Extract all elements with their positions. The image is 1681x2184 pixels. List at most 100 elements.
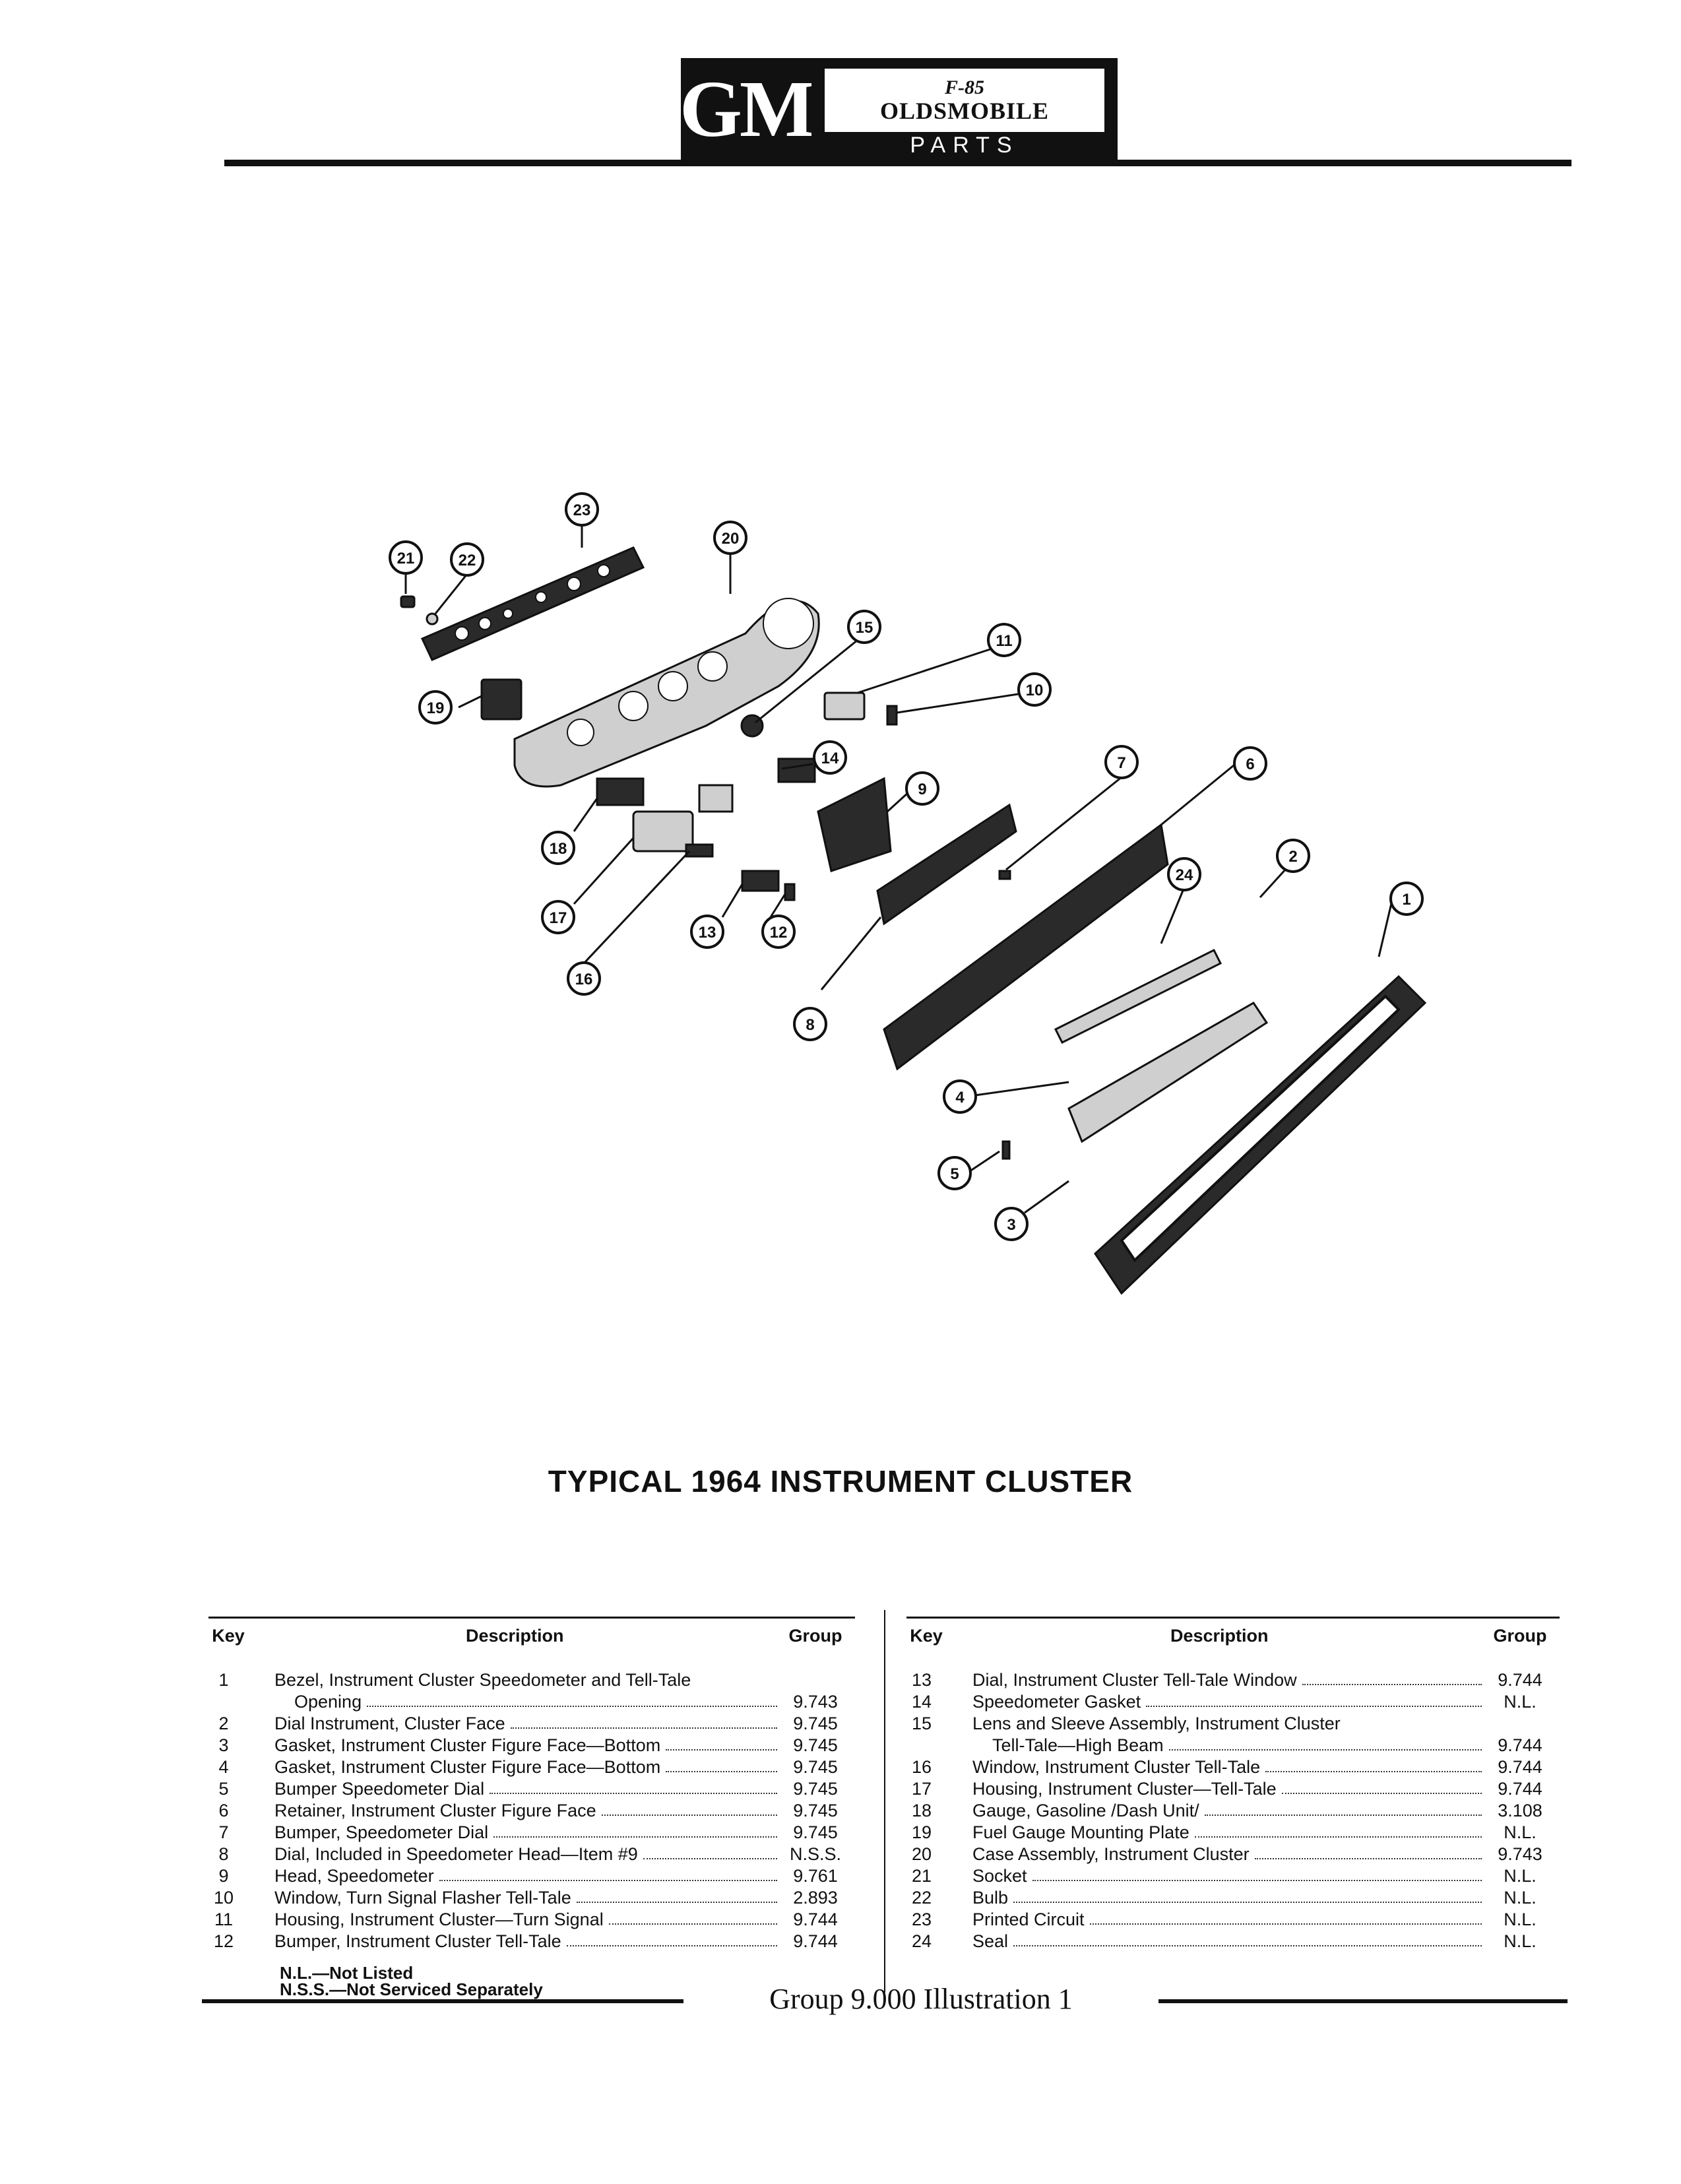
row-key: 18 bbox=[911, 1801, 932, 1820]
row-group: N.L. bbox=[1504, 1931, 1537, 1951]
svg-text:17: 17 bbox=[550, 909, 567, 927]
part-telltale-housing bbox=[632, 810, 694, 852]
row-group: 9.744 bbox=[1498, 1779, 1542, 1799]
callout-5: 5 bbox=[937, 1156, 972, 1190]
leader-dots bbox=[1194, 1822, 1482, 1838]
callout-18: 18 bbox=[541, 831, 575, 865]
row-group: 9.745 bbox=[793, 1822, 838, 1842]
table-header: Key Description Group bbox=[208, 1625, 855, 1647]
row-key: 8 bbox=[218, 1844, 229, 1864]
row-group: 9.761 bbox=[793, 1866, 838, 1886]
row-description: Bulb bbox=[972, 1888, 1009, 1908]
svg-text:16: 16 bbox=[575, 971, 593, 988]
svg-text:8: 8 bbox=[806, 1016, 814, 1034]
leader-dots bbox=[1013, 1887, 1482, 1903]
svg-text:13: 13 bbox=[699, 924, 716, 942]
row-description: Housing, Instrument Cluster—Tell-Tale bbox=[972, 1779, 1277, 1799]
callout-7: 7 bbox=[1104, 745, 1139, 779]
leader-dots bbox=[1281, 1778, 1482, 1794]
column-divider bbox=[884, 1610, 885, 1993]
illustration-title: TYPICAL 1964 INSTRUMENT CLUSTER bbox=[548, 1464, 1133, 1498]
svg-text:20: 20 bbox=[722, 530, 740, 548]
row-group: 9.745 bbox=[793, 1757, 838, 1777]
row-description: Retainer, Instrument Cluster Figure Face bbox=[274, 1801, 596, 1820]
callout-2: 2 bbox=[1276, 839, 1310, 873]
table-rule bbox=[208, 1617, 855, 1619]
part-socket bbox=[400, 595, 416, 608]
row-key: 15 bbox=[911, 1714, 932, 1733]
row-description: Speedometer Gasket bbox=[972, 1692, 1141, 1712]
leader-dots bbox=[566, 1931, 777, 1946]
callout-19: 19 bbox=[418, 690, 453, 724]
row-description: Case Assembly, Instrument Cluster bbox=[972, 1844, 1250, 1864]
part-printed-circuit bbox=[420, 546, 645, 661]
row-description: Window, Instrument Cluster Tell-Tale bbox=[972, 1757, 1261, 1777]
row-group: 9.744 bbox=[1498, 1735, 1542, 1755]
part-turn-signal-housing bbox=[823, 691, 866, 721]
svg-text:21: 21 bbox=[397, 550, 415, 567]
part-bezel-1-opening bbox=[1120, 994, 1401, 1263]
table-header: Key Description Group bbox=[906, 1625, 1560, 1647]
row-description: Gasket, Instrument Cluster Figure Face—B… bbox=[274, 1757, 661, 1777]
row-group: 9.745 bbox=[793, 1714, 838, 1733]
row-description: Gasket, Instrument Cluster Figure Face—B… bbox=[274, 1735, 661, 1755]
row-group: N.L. bbox=[1504, 1692, 1537, 1712]
footer-caption: Group 9.000 Illustration 1 bbox=[769, 1983, 1073, 2015]
header-rule bbox=[224, 160, 1571, 166]
row-description: Window, Turn Signal Flasher Tell-Tale bbox=[274, 1888, 571, 1908]
part-retainer-6 bbox=[883, 823, 1169, 1071]
svg-text:22: 22 bbox=[459, 552, 476, 569]
leader-dots bbox=[493, 1822, 777, 1838]
row-key: 3 bbox=[218, 1735, 229, 1755]
leader-dots bbox=[1168, 1735, 1482, 1750]
part-telltale-window bbox=[685, 843, 714, 858]
row-description: Head, Speedometer bbox=[274, 1866, 434, 1886]
svg-text:5: 5 bbox=[950, 1165, 959, 1183]
abbreviation-notes: N.L.—Not Listed N.S.S.—Not Serviced Sepa… bbox=[280, 1964, 543, 1998]
leader-dots bbox=[1013, 1931, 1482, 1946]
row-key: 20 bbox=[911, 1844, 932, 1864]
row-description: Dial Instrument, Cluster Face bbox=[274, 1714, 505, 1733]
callout-9: 9 bbox=[905, 771, 939, 806]
svg-text:9: 9 bbox=[918, 781, 926, 798]
part-gasket-14b bbox=[777, 757, 816, 783]
svg-text:24: 24 bbox=[1176, 866, 1193, 884]
row-key: 1 bbox=[218, 1670, 229, 1690]
row-group: 9.744 bbox=[1498, 1670, 1542, 1690]
svg-text:11: 11 bbox=[996, 632, 1012, 650]
callout-13: 13 bbox=[690, 915, 724, 949]
make-name: OLDSMOBILE bbox=[879, 98, 1050, 124]
row-key: 2 bbox=[218, 1714, 229, 1733]
svg-text:23: 23 bbox=[573, 501, 591, 519]
leader-dots bbox=[643, 1844, 777, 1859]
catalogue-label: PARTS CATALOGUE bbox=[864, 133, 1065, 184]
row-group: 9.744 bbox=[793, 1931, 838, 1951]
part-bumper-5 bbox=[1001, 1140, 1011, 1160]
part-dial-8 bbox=[876, 803, 1017, 926]
callout-6: 6 bbox=[1233, 746, 1267, 781]
part-bulb bbox=[426, 612, 439, 626]
table-row: 2 Dial Instrument, Cluster Face 9.745 bbox=[208, 1713, 855, 1735]
svg-text:15: 15 bbox=[856, 619, 873, 637]
leader-dots bbox=[367, 1691, 777, 1707]
row-key: 23 bbox=[911, 1910, 932, 1929]
callout-24: 24 bbox=[1167, 857, 1201, 891]
circuit-holes bbox=[455, 564, 610, 641]
gm-logo: GM bbox=[680, 58, 815, 161]
model-name: F-85 bbox=[945, 77, 984, 98]
svg-text:12: 12 bbox=[770, 924, 788, 942]
